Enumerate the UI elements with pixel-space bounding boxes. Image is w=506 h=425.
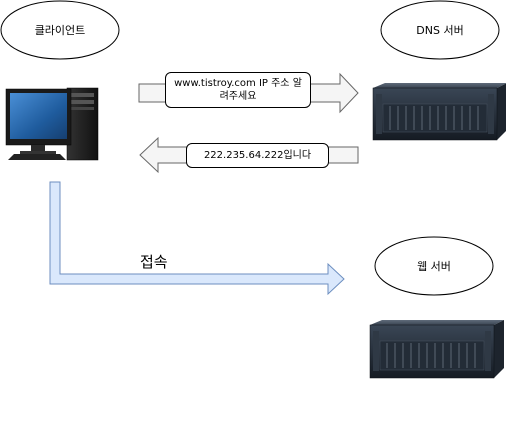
web-server-ellipse: [374, 236, 494, 296]
client-label: 클라이언트: [34, 24, 86, 37]
web-server-label: 웹 서버: [417, 260, 451, 273]
connect-arrow: [49, 181, 345, 296]
dns-server-label: DNS 서버: [416, 24, 464, 37]
request-message: www.tistroy.com IP 주소 알려주세요: [165, 72, 311, 108]
connect-label: 접속: [140, 253, 168, 271]
response-message: 222.235.64.222입니다: [186, 143, 329, 168]
web-server-icon: [369, 320, 504, 379]
client-ellipse: [0, 0, 120, 60]
dns-server-icon: [372, 83, 506, 141]
dns-server-ellipse: [380, 0, 500, 60]
client-computer-icon: [5, 87, 99, 161]
